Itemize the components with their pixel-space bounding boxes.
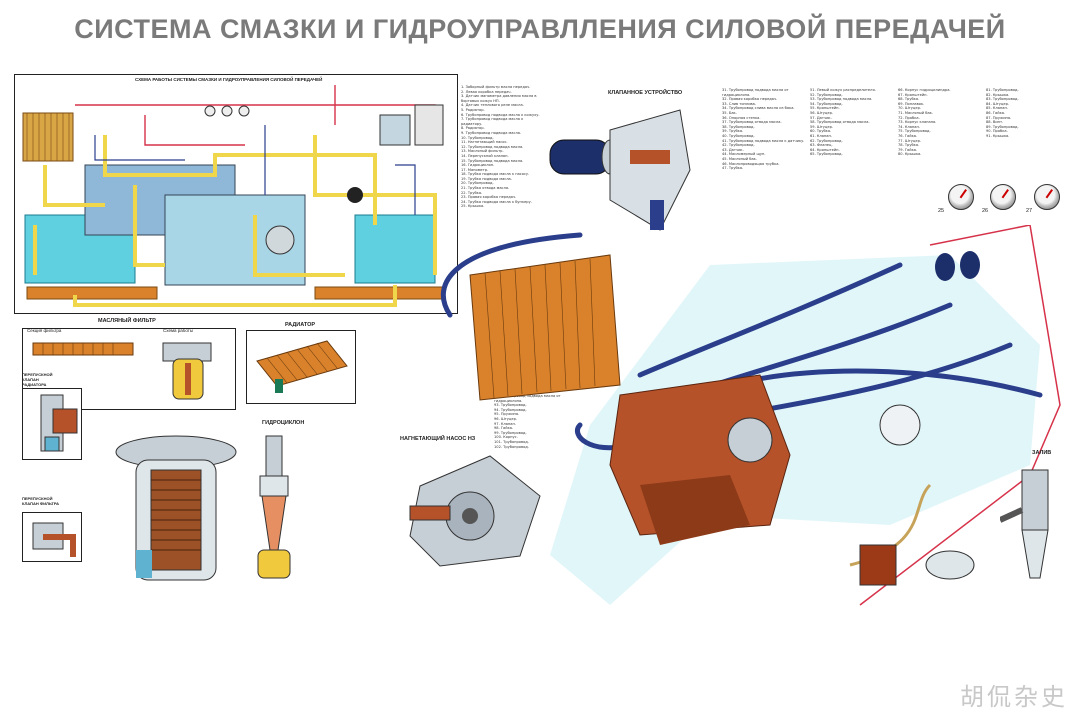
legend-col3: 51. Левый кожух распределителя. 52. Труб…	[810, 88, 876, 157]
gauge-26	[990, 184, 1016, 210]
radiator-bypass-caption: ПЕРЕПУСКНОЙ КЛАПАН РАДИАТОРА	[22, 372, 53, 387]
gauge-25	[948, 184, 974, 210]
main-assembly-drawing	[440, 225, 1061, 606]
pump-caption: НАГНЕТАЮЩИЙ НАСОС НЗ	[400, 436, 476, 442]
valve-device-caption: КЛАПАННОЕ УСТРОЙСТВО	[608, 90, 683, 96]
gauge-label-27: 27	[1026, 208, 1033, 214]
radiator-bypass-panel	[22, 388, 82, 460]
scheme-legend: 1. Заборный фильтр масла передач. 2. Лев…	[461, 85, 540, 209]
oil-filter-drawing	[32, 342, 212, 400]
filter-work-caption: Схема работы	[163, 328, 194, 333]
legend-col2: 31. Трубопровод подвода масла от гидроци…	[722, 88, 805, 171]
gauge-label-25: 25	[938, 208, 945, 214]
scheme-caption: СХЕМА РАБОТЫ СИСТЕМЫ СМАЗКИ И ГИДРОУПРАВ…	[135, 77, 323, 82]
filter-section-caption: Секция фильтра	[27, 328, 62, 333]
lubrication-scheme-drawing	[22, 85, 446, 307]
valve-device-drawing	[549, 109, 691, 231]
radiator-drawing	[256, 340, 348, 393]
legend-col5: 81. Трубопровод. 82. Крышка. 83. Трубопр…	[986, 88, 1019, 138]
pump-drawing	[409, 455, 541, 567]
gauge-27	[1034, 184, 1060, 210]
radiator-caption: РАДИАТОР	[285, 322, 316, 328]
legend-col4: 66. Корпус гидроцилиндра. 67. Кронштейн.…	[898, 88, 951, 157]
filter-bypass-drawing	[32, 522, 76, 557]
watermark: 胡侃杂史	[960, 683, 1068, 711]
gauge-label-26: 26	[982, 208, 989, 214]
radiator-panel: РАДИАТОР	[246, 322, 356, 404]
radiator-bypass-drawing	[40, 394, 78, 452]
filter-cutaway-drawing	[115, 435, 237, 581]
filler-drawing	[1000, 469, 1049, 579]
filler-caption: ЗАЛИВ	[1032, 450, 1052, 456]
page-title: СИСТЕМА СМАЗКИ И ГИДРОУПРАВЛЛЕНИЯ СИЛОВО…	[74, 14, 1006, 44]
scheme-panel: СХЕМА РАБОТЫ СИСТЕМЫ СМАЗКИ И ГИДРОУПРАВ…	[14, 74, 540, 314]
filter-bypass-caption: ПЕРЕПУСКНОЙ КЛАПАН ФИЛЬТРА	[22, 496, 60, 506]
hydrocyclone-drawing	[257, 435, 291, 579]
oil-filter-caption: МАСЛЯНЫЙ ФИЛЬТР	[98, 318, 156, 324]
filter-bypass-panel	[22, 512, 82, 562]
hydrocyclone-caption: ГИДРОЦИКЛОН	[262, 420, 305, 426]
